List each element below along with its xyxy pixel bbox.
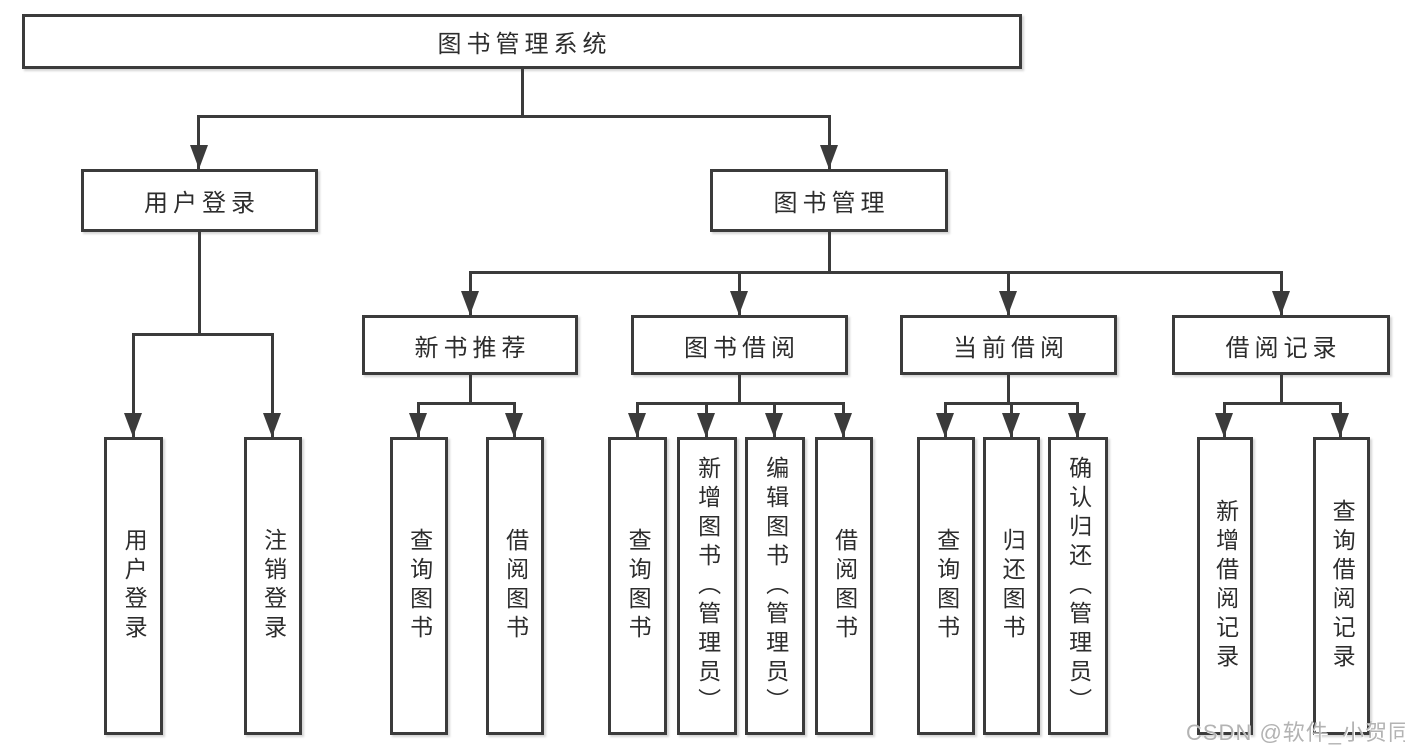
connector-line (636, 402, 845, 405)
arrowhead-down-icon (936, 413, 954, 437)
arrowhead-down-icon (628, 413, 646, 437)
arrowhead-down-icon (1272, 291, 1290, 315)
node-query-books-2-label: 查询图书 (625, 528, 652, 644)
node-query-borrow-record-label: 查询借阅记录 (1329, 499, 1356, 673)
node-confirm-return-admin-label: 确认归还（管理员） (1065, 455, 1092, 717)
arrowhead-down-icon (461, 291, 479, 315)
node-book-borrowing: 图书借阅 (631, 315, 848, 375)
node-new-book-recommendation-label: 新书推荐 (414, 334, 531, 362)
csdn-watermark: CSDN @软件_小贺同学 (1186, 720, 1405, 745)
node-current-borrowing: 当前借阅 (900, 315, 1117, 375)
node-return-books-label: 归还图书 (999, 528, 1026, 644)
node-borrowing-records: 借阅记录 (1172, 315, 1390, 375)
node-library-management-system-label: 图书管理系统 (437, 31, 612, 58)
arrowhead-down-icon (124, 413, 142, 437)
node-user-login-leaf: 用户登录 (104, 437, 163, 735)
node-library-management-system: 图书管理系统 (22, 14, 1022, 69)
node-book-management: 图书管理 (710, 169, 948, 232)
connector-line (469, 375, 472, 405)
connector-line (1280, 375, 1283, 405)
connector-line (469, 271, 1283, 274)
node-query-books-3: 查询图书 (917, 437, 975, 735)
connector-line (271, 333, 274, 437)
arrowhead-down-icon (1331, 413, 1349, 437)
connector-line (738, 375, 741, 405)
node-borrow-books-2: 借阅图书 (815, 437, 873, 735)
connector-line (197, 115, 200, 169)
node-user-login: 用户登录 (81, 169, 318, 232)
node-new-book-recommendation: 新书推荐 (362, 315, 578, 375)
connector-line (132, 333, 135, 437)
arrowhead-down-icon (263, 413, 281, 437)
node-add-book-admin: 新增图书（管理员） (677, 437, 737, 735)
arrowhead-down-icon (834, 413, 852, 437)
connector-line (828, 115, 831, 169)
arrowhead-down-icon (190, 145, 208, 169)
arrowhead-down-icon (765, 413, 783, 437)
node-borrowing-records-label: 借阅记录 (1225, 334, 1342, 362)
arrowhead-down-icon (999, 291, 1017, 315)
arrowhead-down-icon (505, 413, 523, 437)
connector-line (132, 333, 274, 336)
node-logout-label: 注销登录 (260, 528, 287, 644)
connector-line (197, 115, 831, 118)
node-add-borrow-record-label: 新增借阅记录 (1212, 499, 1239, 673)
arrowhead-down-icon (1215, 413, 1233, 437)
node-current-borrowing-label: 当前借阅 (953, 334, 1069, 362)
node-book-borrowing-label: 图书借阅 (684, 334, 800, 362)
arrowhead-down-icon (1068, 413, 1086, 437)
connector-line (417, 402, 516, 405)
node-confirm-return-admin: 确认归还（管理员） (1048, 437, 1108, 735)
node-add-book-admin-label: 新增图书（管理员） (694, 455, 721, 717)
node-return-books: 归还图书 (983, 437, 1040, 735)
node-edit-book-admin: 编辑图书（管理员） (745, 437, 805, 735)
arrowhead-down-icon (1002, 413, 1020, 437)
node-user-login-label: 用户登录 (144, 190, 260, 217)
node-borrow-books-2-label: 借阅图书 (831, 528, 858, 644)
connector-line (1007, 375, 1010, 405)
arrowhead-down-icon (697, 413, 715, 437)
connector-line (1223, 402, 1342, 405)
node-query-books-3-label: 查询图书 (933, 528, 960, 644)
node-query-books-2: 查询图书 (608, 437, 667, 735)
arrowhead-down-icon (820, 145, 838, 169)
connector-line (198, 232, 201, 336)
node-borrow-books-1: 借阅图书 (486, 437, 544, 735)
node-query-borrow-record: 查询借阅记录 (1313, 437, 1370, 735)
node-add-borrow-record: 新增借阅记录 (1197, 437, 1253, 735)
node-book-management-label: 图书管理 (773, 190, 890, 217)
arrowhead-down-icon (409, 413, 427, 437)
node-query-books-1-label: 查询图书 (406, 528, 433, 644)
node-borrow-books-1-label: 借阅图书 (502, 528, 529, 644)
node-logout: 注销登录 (244, 437, 302, 735)
node-user-login-leaf-label: 用户登录 (121, 528, 148, 644)
arrowhead-down-icon (730, 291, 748, 315)
node-query-books-1: 查询图书 (390, 437, 448, 735)
connector-line (521, 68, 524, 118)
node-edit-book-admin-label: 编辑图书（管理员） (762, 455, 789, 717)
connector-line (828, 232, 831, 274)
